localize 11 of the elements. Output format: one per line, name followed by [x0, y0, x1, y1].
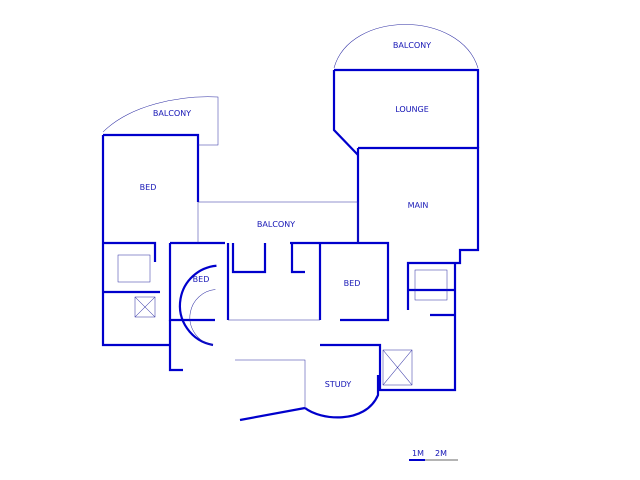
room-label: LOUNGE: [396, 106, 428, 112]
room-label: BED: [140, 184, 156, 190]
room-label: STUDY: [325, 380, 352, 388]
room-label: BALCONY: [394, 42, 432, 48]
room-label: MAIN: [408, 202, 428, 208]
scale-label: 2M: [436, 450, 446, 456]
scale-label: 1M: [412, 450, 424, 456]
room-label: BED: [344, 280, 360, 286]
room-label: BALCONY: [258, 220, 296, 228]
room-label: BALCONY: [154, 110, 192, 116]
room-label: BED: [193, 276, 209, 282]
